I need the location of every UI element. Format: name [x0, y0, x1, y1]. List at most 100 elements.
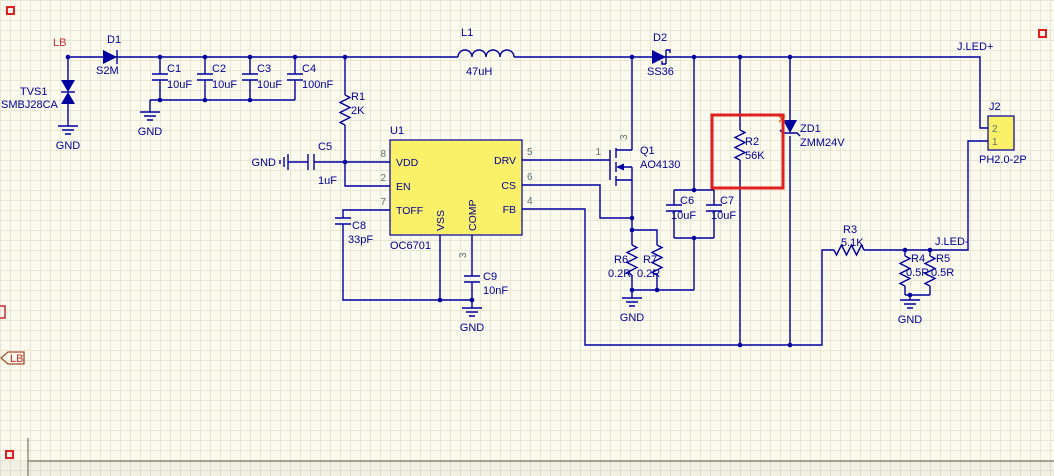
- net-label-lb-top[interactable]: LB: [53, 37, 66, 49]
- r2-body[interactable]: [733, 129, 747, 161]
- junction-dot: [902, 247, 908, 253]
- c1-plates[interactable]: [152, 73, 168, 81]
- component-r2[interactable]: R2 56K: [733, 129, 765, 162]
- l1-coil[interactable]: [457, 49, 515, 58]
- wire-c8-c9-gnd[interactable]: [342, 224, 473, 308]
- junction-dot: [469, 297, 475, 303]
- component-c6[interactable]: C6 10uF: [666, 195, 696, 222]
- component-c8[interactable]: C8 33pF: [335, 217, 373, 246]
- d2-diode-symbol[interactable]: [652, 50, 666, 64]
- c2-plates[interactable]: [197, 73, 213, 81]
- u1-pin-vss-name: VSS: [435, 210, 447, 231]
- u1-body[interactable]: [389, 139, 523, 236]
- u1-value: OC6701: [390, 240, 431, 252]
- sheet-border-margin: [0, 461, 1054, 476]
- gnd-symbol[interactable]: [279, 154, 289, 170]
- u1-pin-vdd-name: VDD: [396, 157, 419, 169]
- gnd-port-input-caps[interactable]: GND: [138, 111, 163, 138]
- component-c2[interactable]: C2 10uF: [197, 63, 237, 91]
- net-label-led-plus[interactable]: J.LED+: [957, 41, 993, 53]
- gnd-port-sense[interactable]: GND: [620, 297, 645, 324]
- c3-plates[interactable]: [242, 73, 258, 81]
- c4-plates[interactable]: [287, 73, 303, 81]
- q1-ref: Q1: [640, 145, 655, 157]
- wire-output-caps[interactable]: [673, 57, 715, 290]
- r1-body[interactable]: [338, 94, 352, 126]
- port-lb-bottom[interactable]: LB: [0, 351, 25, 365]
- gnd-symbol[interactable]: [58, 125, 78, 135]
- c9-plates[interactable]: [464, 275, 480, 283]
- gnd-symbol[interactable]: [462, 307, 482, 317]
- component-zd1[interactable]: ZD1 ZMM24V: [778, 115, 845, 149]
- component-r5[interactable]: R5 0.5R: [923, 253, 954, 287]
- d1-diode-symbol[interactable]: [103, 50, 117, 64]
- wire-cs[interactable]: [522, 184, 632, 219]
- r6-value: 0.2R: [608, 268, 631, 280]
- u1-pin-drv-name: DRV: [494, 155, 516, 167]
- wire-toff-c8[interactable]: [342, 209, 390, 218]
- wire-fb[interactable]: [522, 208, 834, 346]
- u1-pin-cs-number: 6: [527, 172, 533, 183]
- wires[interactable]: [67, 56, 988, 346]
- r4-body[interactable]: [898, 255, 912, 287]
- gnd-symbol[interactable]: [140, 111, 160, 121]
- component-c4[interactable]: C4 100nF: [287, 63, 333, 91]
- c5-plates[interactable]: [307, 154, 315, 170]
- r1-value: 2K: [351, 105, 365, 117]
- r5-body[interactable]: [923, 255, 937, 287]
- gnd-port-c5[interactable]: GND: [252, 154, 289, 170]
- junction-dot: [247, 54, 253, 60]
- component-c9[interactable]: C9 10nF: [464, 271, 508, 297]
- gnd-symbol[interactable]: [622, 297, 642, 307]
- component-tvs1[interactable]: TVS1 SMBJ28CA: [1, 80, 75, 111]
- j2-body[interactable]: [987, 115, 1015, 151]
- port-lb-outline[interactable]: [0, 351, 25, 365]
- gnd-port-r4r5[interactable]: GND: [898, 299, 923, 326]
- component-r6[interactable]: R6 0.2R: [608, 244, 639, 280]
- component-r7[interactable]: R7 0.2R: [637, 244, 664, 280]
- c8-value: 33pF: [348, 234, 373, 246]
- r2-highlight-box: [710, 113, 785, 190]
- component-c1[interactable]: C1 10uF: [152, 63, 192, 91]
- r7-body[interactable]: [650, 244, 664, 276]
- component-r3[interactable]: R3 5.1K: [833, 224, 865, 257]
- c7-ref: C7: [720, 195, 734, 207]
- gnd-label: GND: [138, 126, 163, 138]
- gnd-port-tvs[interactable]: GND: [56, 125, 81, 152]
- gnd-port-c9[interactable]: GND: [460, 307, 485, 334]
- c8-plates[interactable]: [335, 217, 351, 225]
- junction-dot: [157, 97, 163, 103]
- tvs1-diode-symbol2[interactable]: [61, 92, 75, 104]
- component-d1[interactable]: D1 S2M: [96, 34, 121, 77]
- gnd-symbol[interactable]: [900, 299, 920, 309]
- c6-plates[interactable]: [666, 204, 682, 212]
- wire-output-rail[interactable]: [514, 56, 988, 129]
- r3-body[interactable]: [833, 243, 865, 257]
- corner-mark: [6, 6, 15, 15]
- net-label-led-minus[interactable]: J.LED-: [935, 236, 969, 248]
- d2-schottky-bar[interactable]: [661, 49, 671, 65]
- component-j2[interactable]: 2 1 J2 PH2.0-2P: [979, 101, 1027, 166]
- component-d2[interactable]: D2 SS36: [647, 32, 674, 78]
- component-r4[interactable]: R4 0.5R: [898, 253, 929, 287]
- port-lb-label: LB: [10, 353, 23, 365]
- component-c7[interactable]: C7 10uF: [706, 195, 736, 222]
- tvs1-diode-symbol[interactable]: [61, 80, 75, 92]
- component-c5[interactable]: C5 1uF: [307, 141, 337, 187]
- wire-r1-en[interactable]: [344, 57, 390, 187]
- component-r1[interactable]: R1 2K: [338, 91, 365, 126]
- zd1-diode-symbol[interactable]: [783, 120, 797, 133]
- component-c3[interactable]: C3 10uF: [242, 63, 282, 91]
- q1-arrow[interactable]: [616, 163, 624, 171]
- r2-value: 56K: [745, 150, 765, 162]
- component-u1[interactable]: U1 OC6701 8 2 7 5 6 4 3 VDD EN TOFF DRV …: [380, 125, 533, 258]
- component-l1[interactable]: L1 47uH: [457, 27, 515, 78]
- r6-body[interactable]: [625, 244, 639, 276]
- component-q1[interactable]: 1 3 Q1 AO4130: [595, 134, 680, 186]
- wire-led-return[interactable]: [864, 140, 988, 300]
- wire-input-cap-bank[interactable]: [149, 57, 296, 112]
- c6-ref: C6: [680, 195, 694, 207]
- c7-plates[interactable]: [706, 204, 722, 212]
